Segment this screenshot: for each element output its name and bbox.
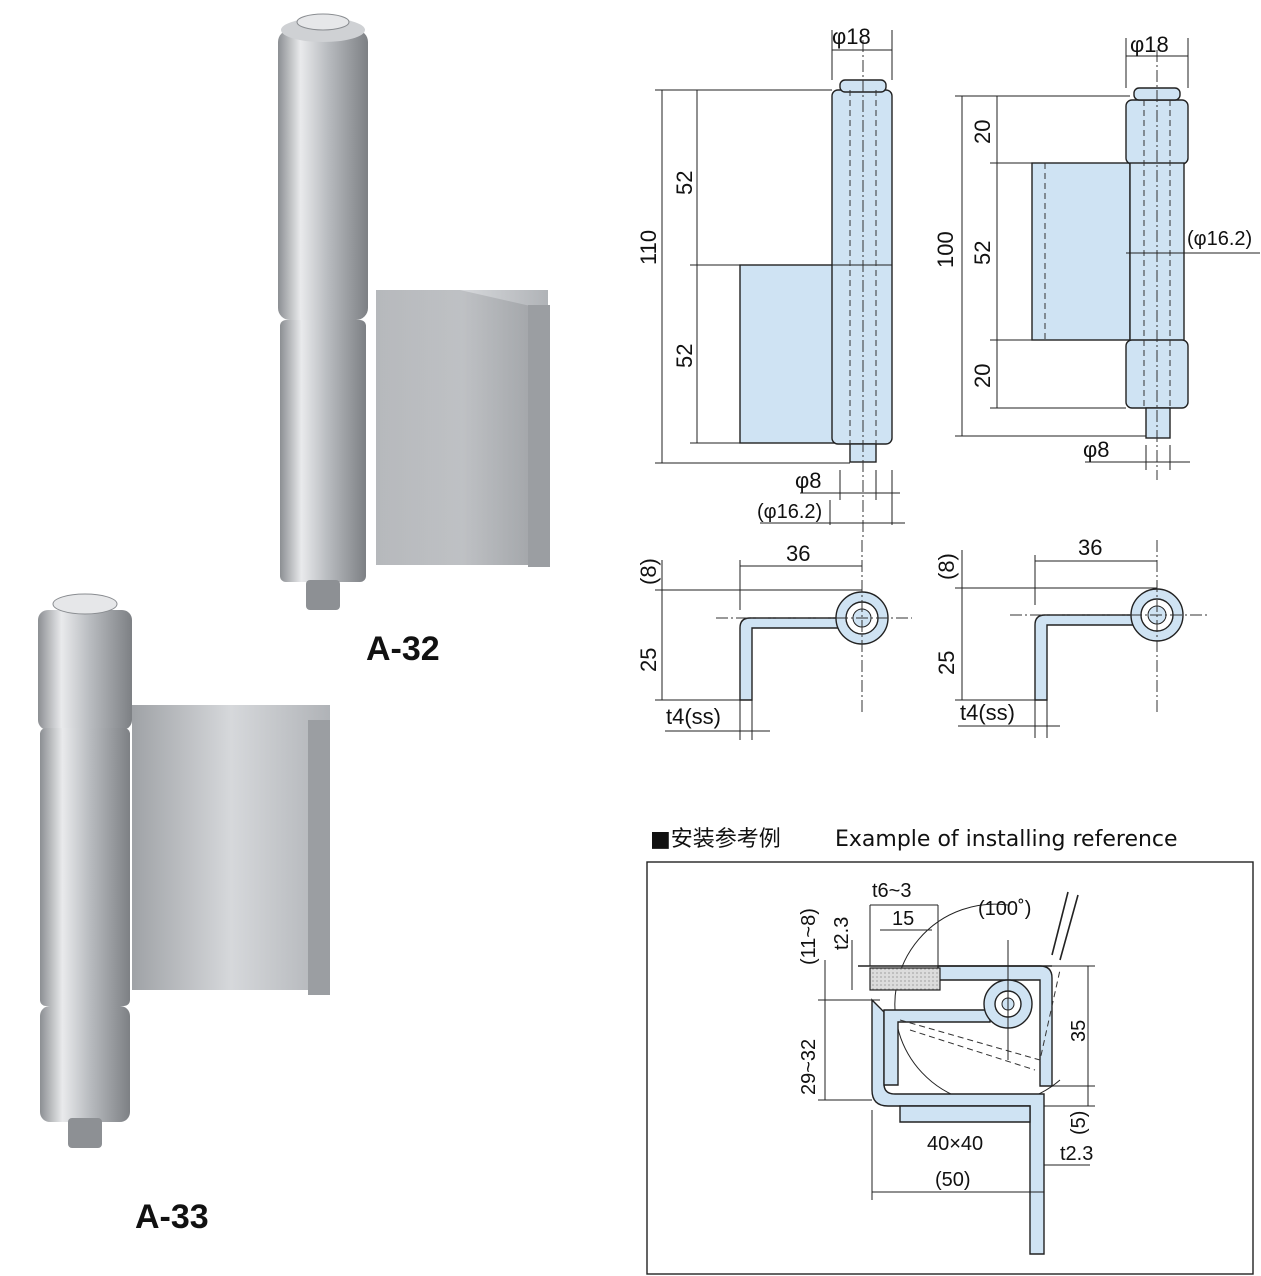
install-width15: 15 — [892, 908, 914, 930]
a32-depth: 25 — [636, 648, 661, 672]
a33-mid: 52 — [970, 241, 995, 265]
a33-bottom: 20 — [970, 364, 995, 388]
photo-a32 — [278, 13, 550, 610]
a32-pin-mid: (φ16.2) — [757, 501, 822, 523]
a32-thickness: t4(ss) — [666, 704, 721, 729]
a33-thickness: t4(ss) — [960, 700, 1015, 725]
install-panel-t: t6~3 — [872, 880, 911, 902]
a33-pin-small: φ8 — [1083, 437, 1110, 462]
a33-depth: 25 — [934, 651, 959, 675]
install-len50: (50) — [935, 1169, 971, 1191]
install-angle: (100˚) — [978, 898, 1031, 920]
install-range: 29~32 — [798, 1039, 820, 1095]
label-a32: A-32 — [366, 630, 440, 668]
install-heading-en: Example of installing reference — [835, 827, 1178, 852]
photo-a33 — [38, 593, 330, 1148]
a33-width: 36 — [1078, 535, 1102, 560]
a32-upper: 52 — [672, 171, 697, 195]
drawing-a32-top — [655, 540, 912, 740]
install-plate-t: t2.3 — [831, 917, 853, 950]
a33-height-total: 100 — [933, 231, 958, 268]
a32-height-total: 110 — [636, 230, 661, 265]
a33-pin-dia: φ18 — [1130, 32, 1169, 57]
a33-top: 20 — [970, 120, 995, 144]
label-a33: A-33 — [135, 1198, 209, 1236]
install-angle-t: t2.3 — [1060, 1143, 1093, 1165]
install-offset5: (5) — [1068, 1111, 1090, 1135]
a32-pin-dia: φ18 — [832, 24, 871, 49]
a33-pin-mid: (φ16.2) — [1187, 228, 1252, 250]
install-frame — [646, 861, 1254, 1275]
a32-width: 36 — [786, 541, 810, 566]
install-drawing — [818, 891, 1095, 1255]
drawing-a33-front — [955, 38, 1260, 480]
a32-pin-small: φ8 — [795, 468, 822, 493]
drawing-a33-top — [955, 540, 1210, 738]
a33-offset: (8) — [934, 553, 959, 580]
install-height35: 35 — [1068, 1020, 1090, 1042]
a32-offset: (8) — [636, 558, 661, 585]
install-heading-jp: ■安装参考例 — [650, 827, 781, 852]
drawing-a32-front — [655, 30, 905, 540]
a32-lower: 52 — [672, 344, 697, 368]
install-gap: (11~8) — [798, 908, 820, 965]
install-angle-size: 40×40 — [927, 1133, 983, 1155]
